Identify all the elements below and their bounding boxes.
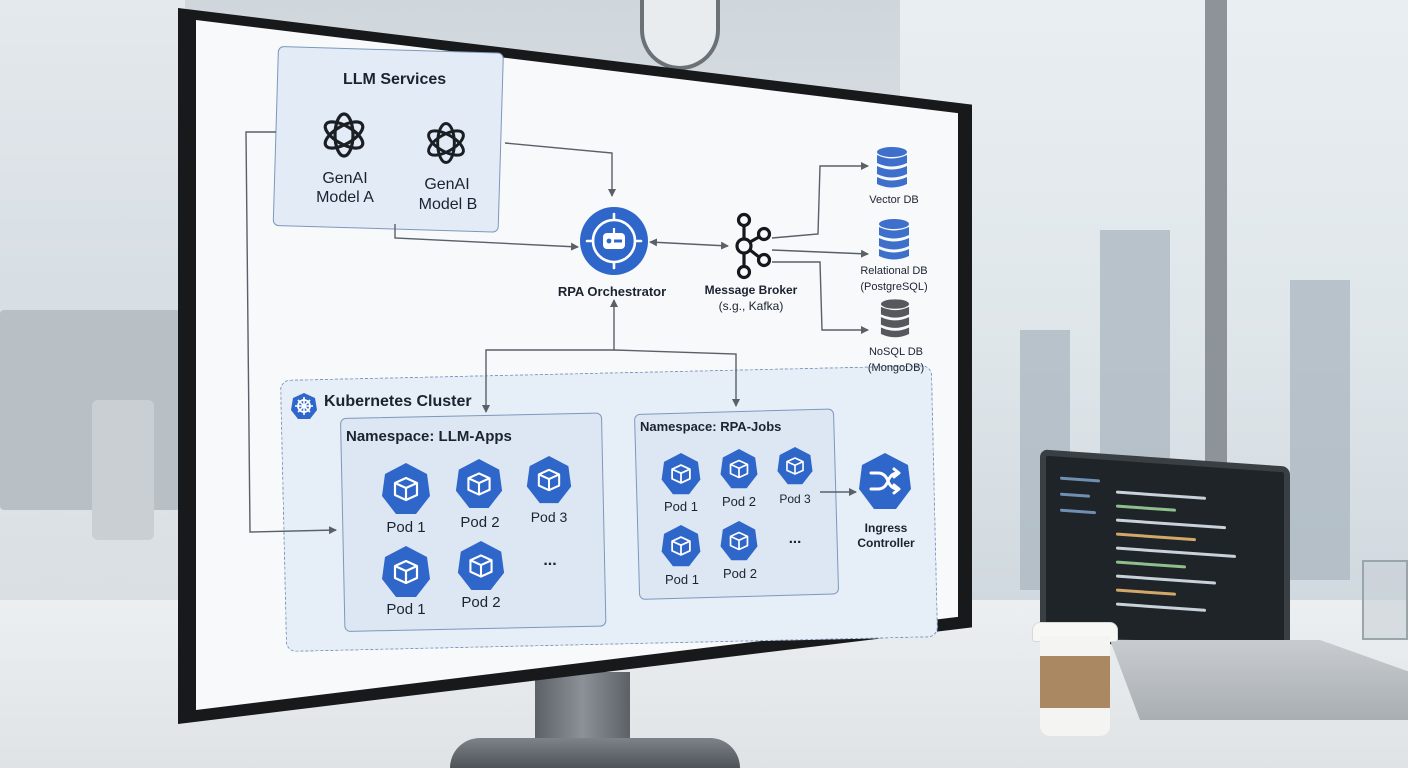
cube-hexagon-icon <box>661 525 701 567</box>
cube-hexagon-icon <box>455 459 503 509</box>
cube-hexagon-icon <box>720 449 758 489</box>
database-cylinder-icon <box>877 147 907 188</box>
namespace-llm-apps-title: Namespace: LLM-Apps <box>346 428 512 445</box>
cube-hexagon-icon <box>661 453 701 495</box>
pod-label: Pod 1 <box>386 519 426 536</box>
relational-db-label: Relational DB <box>860 265 928 277</box>
background-building <box>1290 280 1350 580</box>
more-pods-ellipsis: ... <box>788 530 802 547</box>
database-cylinder-icon <box>879 219 909 260</box>
robot-gear-icon <box>580 207 648 275</box>
ingress-label-line1: Ingress <box>864 521 908 535</box>
model-b-label-line1: GenAI <box>424 176 470 193</box>
cube-hexagon-icon <box>382 463 430 514</box>
relational-db-sublabel: (PostgreSQL) <box>860 281 928 293</box>
nosql-db-sublabel: (MongoDB) <box>867 362 925 374</box>
pod-label: Pod 3 <box>779 492 811 506</box>
pod-label: Pod 2 <box>460 514 500 531</box>
background-window-right <box>900 0 1408 620</box>
kubernetes-cluster-title: Kubernetes Cluster <box>324 393 472 410</box>
cube-hexagon-icon <box>720 521 758 561</box>
cube-hexagon-icon <box>457 541 505 591</box>
pod-label: Pod 2 <box>722 494 756 509</box>
ingress-label-line2: Controller <box>857 536 915 550</box>
openai-logo-icon <box>323 112 365 158</box>
background-monitor-stand <box>92 400 154 540</box>
message-broker-sublabel: (s.g., Kafka) <box>718 299 784 313</box>
shuffle-arrows-icon <box>859 453 911 509</box>
cube-hexagon-icon <box>526 456 572 504</box>
pod-label: Pod 3 <box>530 509 568 525</box>
model-b-label-line2: Model B <box>418 196 478 213</box>
database-cylinder-icon <box>880 299 910 338</box>
cube-hexagon-icon <box>777 447 813 485</box>
vector-db-label: Vector DB <box>869 194 919 206</box>
monitor-foot <box>450 738 740 768</box>
model-a-label-line2: Model A <box>316 189 374 206</box>
orchestrator-label: RPA Orchestrator <box>557 284 667 299</box>
kubernetes-helm-icon <box>291 393 317 419</box>
nosql-db-label: NoSQL DB <box>868 346 923 358</box>
cube-hexagon-icon <box>382 546 430 597</box>
pod-label: Pod 1 <box>386 601 426 618</box>
kafka-icon <box>735 212 772 280</box>
openai-logo-icon <box>427 122 465 164</box>
wall-clock <box>640 0 720 70</box>
message-broker-label: Message Broker <box>704 283 798 297</box>
model-a-label-line1: GenAI <box>322 170 368 187</box>
pod-label: Pod 2 <box>723 566 757 581</box>
namespace-rpa-jobs-title: Namespace: RPA-Jobs <box>640 419 782 434</box>
llm-services-title: LLM Services <box>343 71 447 88</box>
more-pods-ellipsis: ... <box>543 552 557 569</box>
pod-label: Pod 1 <box>664 499 698 514</box>
pod-label: Pod 2 <box>461 594 501 611</box>
coffee-cup <box>1040 636 1110 736</box>
pencil-cup <box>1362 560 1408 640</box>
pod-label: Pod 1 <box>665 572 699 587</box>
